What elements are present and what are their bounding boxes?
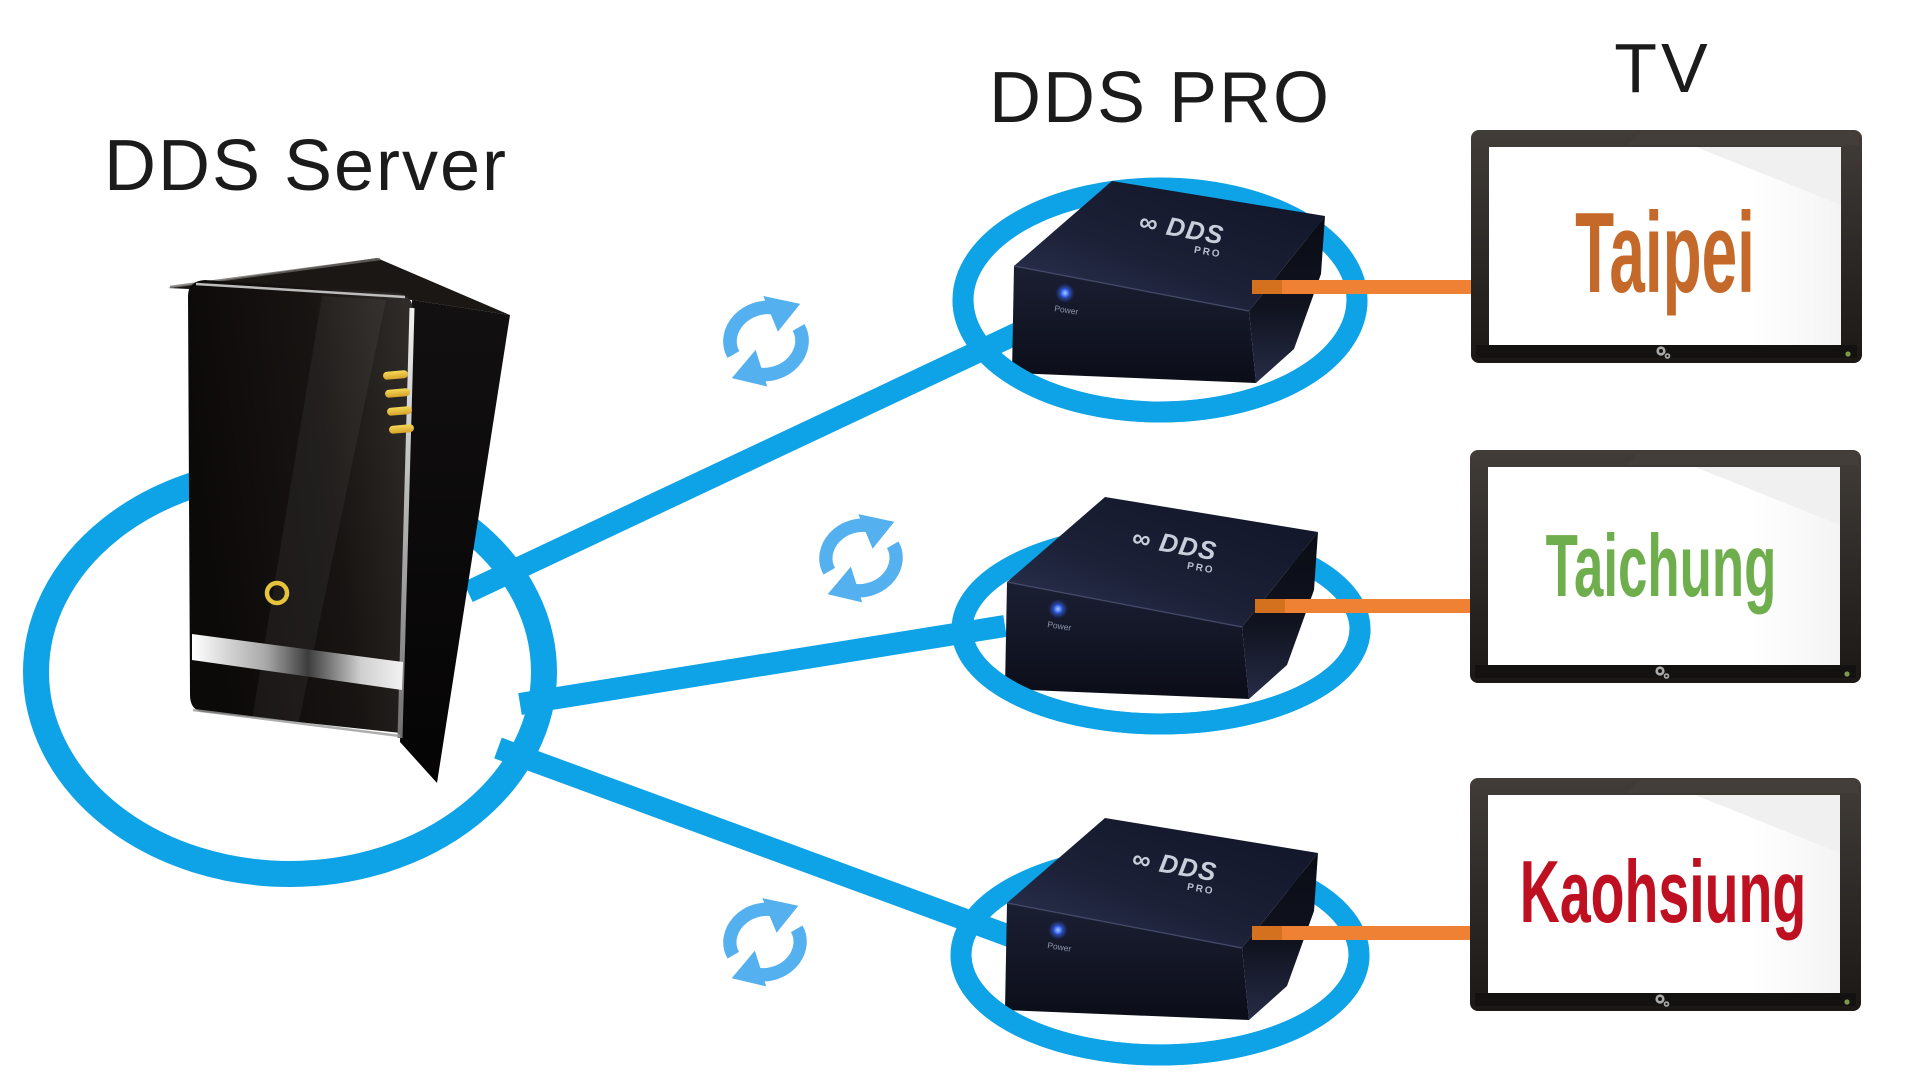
player-logo-sub: PRO [1186, 561, 1215, 577]
server-side-face [400, 300, 510, 783]
tv-bottom-bezel [1475, 993, 1856, 1006]
hdmi-link-line-2 [1255, 599, 1474, 613]
tv-bezel-gloss [1626, 780, 1858, 793]
screen-gloss [1695, 467, 1840, 525]
player-power-label: Power [1054, 303, 1080, 317]
tv-city-label: Taipei [1575, 188, 1755, 316]
player-logo-sub: PRO [1186, 882, 1215, 898]
hdmi-link-tip-2 [1255, 599, 1285, 613]
tv-brand-icon [1655, 666, 1670, 679]
player-ring-2-front [951, 628, 1371, 735]
server-title: DDS Server [104, 126, 508, 206]
player-top-face [1007, 818, 1318, 948]
server-front-gloss [250, 296, 386, 736]
server-top-face [168, 258, 510, 315]
sync-arrows-icon [709, 285, 823, 397]
player-box-3: ∞ DDS PRO Power [1005, 818, 1318, 1020]
player-box-1: ∞ DDS PRO Power [1012, 181, 1325, 383]
player-power-label: Power [1047, 619, 1073, 633]
network-link-line-2 [518, 615, 1007, 715]
player-title: DDS PRO [989, 58, 1331, 138]
player-ring-3-front [950, 954, 1370, 1066]
network-links [463, 322, 1025, 949]
tv-title: TV [1614, 29, 1711, 107]
tv-taichung: Taichung [1470, 450, 1861, 683]
server-tower [168, 257, 510, 783]
player-top-face [1014, 181, 1325, 311]
tv-brand-icon [1656, 346, 1671, 359]
player-side-face [1242, 532, 1318, 699]
player-side-face [1249, 216, 1325, 383]
server-front-face [188, 280, 414, 733]
hdmi-link-tip-3 [1252, 926, 1282, 940]
tv-city-label: Taichung [1546, 517, 1777, 615]
tv-power-led [1845, 351, 1851, 357]
server-led-bars [383, 370, 414, 434]
tv-bottom-bezel [1475, 665, 1856, 678]
player-box-2: ∞ DDS PRO Power [1005, 497, 1318, 699]
tv-bottom-bezel [1476, 345, 1857, 358]
screen-gloss [1696, 147, 1841, 205]
tv-taipei: Taipei [1471, 130, 1862, 363]
tv-power-led [1844, 999, 1850, 1005]
hdmi-links [1252, 280, 1474, 940]
sync-arrows-icon [806, 503, 917, 612]
screen-gloss [1695, 795, 1840, 853]
server-silver-band [192, 634, 403, 690]
hdmi-link-line-1 [1252, 280, 1474, 294]
network-link-line-1 [463, 322, 1025, 602]
player-ring-1-front [952, 299, 1368, 423]
tv-city-label: Kaohsiung [1520, 842, 1806, 941]
player-power-label: Power [1047, 940, 1073, 954]
tv-bezel-gloss [1626, 452, 1858, 465]
tv-bezel-gloss [1627, 132, 1859, 145]
hdmi-link-line-3 [1252, 926, 1474, 940]
player-logo-sub: PRO [1193, 245, 1222, 261]
tv-brand-icon [1655, 994, 1670, 1007]
tv-power-led [1844, 671, 1850, 677]
hdmi-link-tip-1 [1252, 280, 1282, 294]
server-power-button [264, 580, 290, 606]
network-link-line-3 [494, 737, 1019, 949]
tv-kaohsiung: Kaohsiung [1470, 778, 1861, 1011]
player-top-face [1007, 497, 1318, 627]
sync-arrows-icon [710, 887, 821, 996]
